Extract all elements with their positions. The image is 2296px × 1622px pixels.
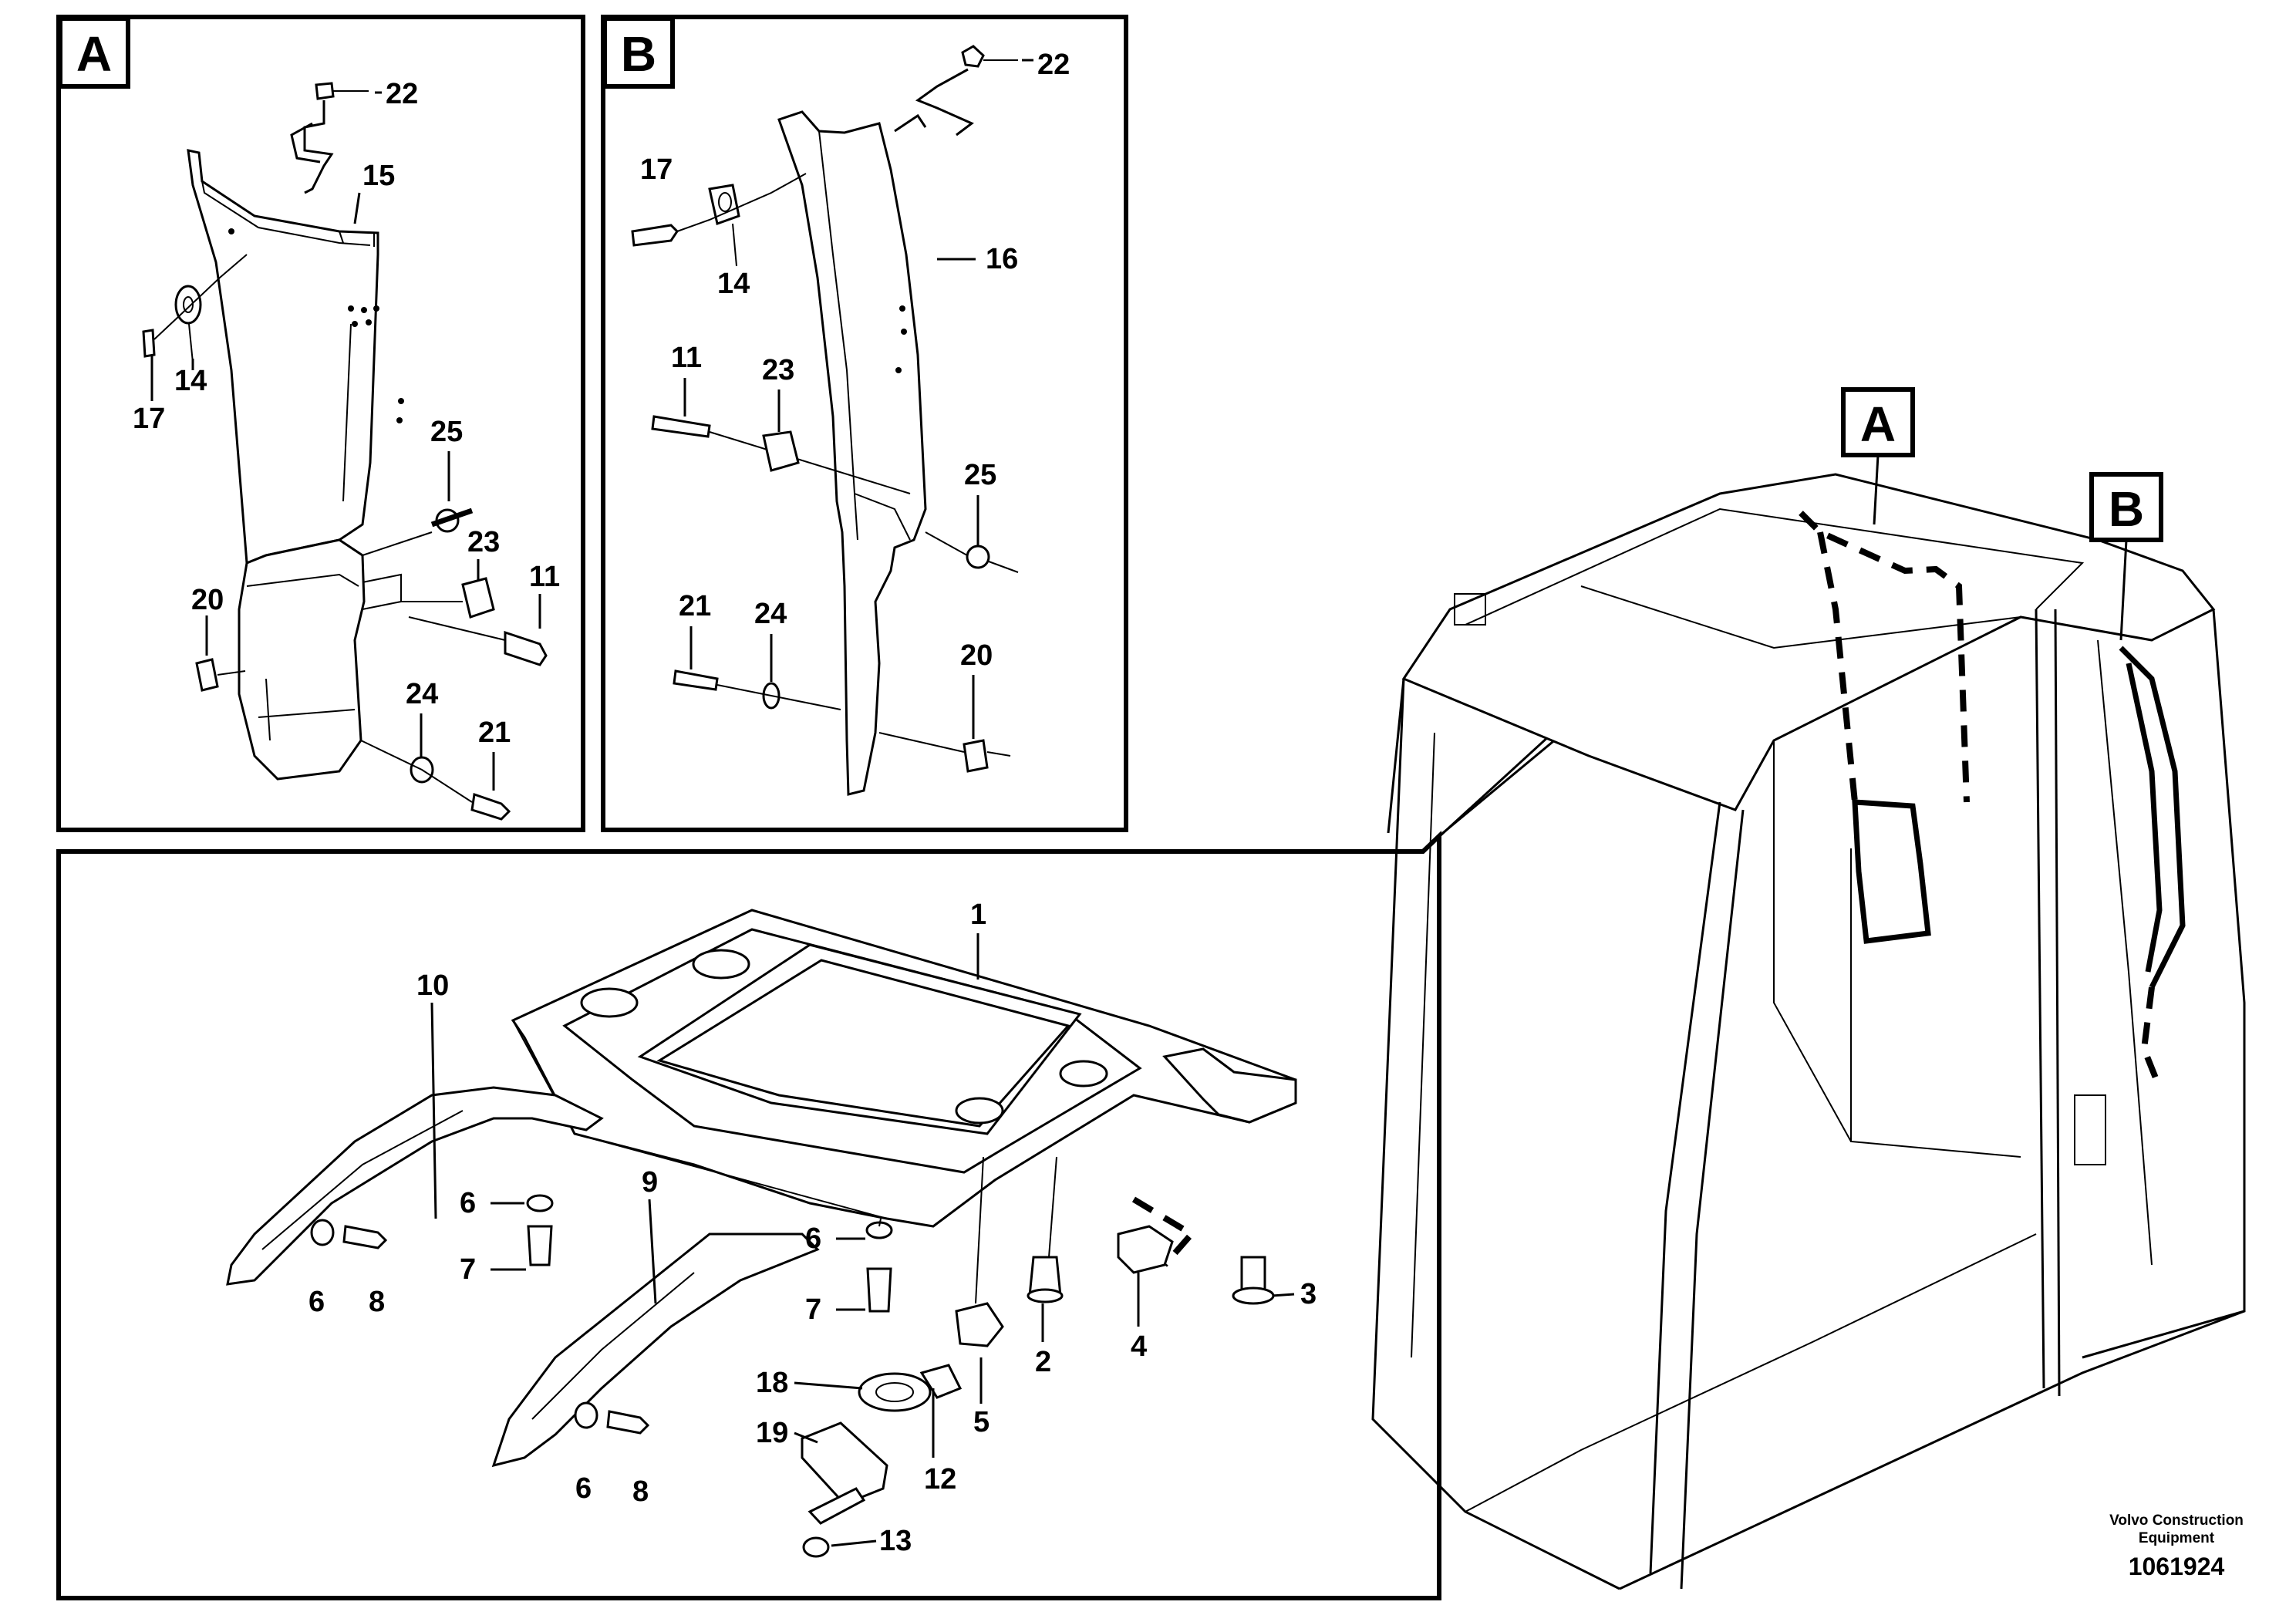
label-main-6d: 6	[575, 1472, 592, 1505]
label-main-7b: 7	[805, 1293, 821, 1326]
panel-a-letter-box	[58, 16, 130, 89]
label-main-7a: 7	[460, 1253, 476, 1286]
label-b-11: 11	[671, 342, 702, 374]
label-main-2: 2	[1035, 1346, 1051, 1378]
label-main-18: 18	[756, 1367, 788, 1399]
label-a-23: 23	[467, 526, 500, 558]
brand-line-2: Equipment	[2139, 1530, 2215, 1546]
doc-number: 1061924	[2129, 1553, 2225, 1580]
label-main-3: 3	[1300, 1278, 1317, 1310]
label-a-24: 24	[406, 678, 438, 710]
label-main-6c: 6	[805, 1222, 821, 1255]
label-main-8a: 8	[369, 1286, 385, 1318]
label-main-8b: 8	[632, 1475, 649, 1508]
label-main-13: 13	[879, 1525, 912, 1557]
label-b-20: 20	[960, 639, 993, 672]
label-main-12: 12	[924, 1463, 956, 1496]
panel-b: B 22 17 14 16 11	[601, 15, 1128, 832]
label-a-25: 25	[430, 416, 463, 448]
cab-overview: A B	[1371, 387, 2246, 1590]
panel-b-letter-box	[602, 16, 675, 89]
label-main-6b: 6	[308, 1286, 325, 1318]
label-b-21: 21	[679, 590, 711, 622]
label-main-1: 1	[970, 899, 986, 931]
panel-b-letter: B	[621, 26, 656, 82]
label-a-14: 14	[174, 365, 207, 397]
panel-a: A	[56, 15, 585, 832]
label-b-23: 23	[762, 354, 794, 386]
label-b-14: 14	[717, 268, 750, 300]
label-main-6a: 6	[460, 1187, 476, 1219]
label-b-16: 16	[986, 243, 1018, 275]
label-a-22: 22	[386, 78, 418, 110]
label-main-10: 10	[416, 969, 449, 1002]
cab-callout-a: A	[1860, 396, 1896, 452]
label-main-4: 4	[1131, 1330, 1147, 1363]
label-b-22: 22	[1037, 49, 1070, 81]
label-main-5: 5	[973, 1406, 990, 1438]
label-a-17: 17	[133, 403, 165, 435]
panel-main: 1 10 9 6 7 6 8 6 7 2 4 3 5 18 19 12 13 6…	[56, 831, 1441, 1600]
cab-callout-a-box	[1841, 387, 1915, 457]
cab-callout-b: B	[2109, 481, 2144, 537]
label-a-21: 21	[478, 717, 511, 749]
label-a-20: 20	[191, 584, 224, 616]
footer: Volvo Construction Equipment 1061924	[2109, 1512, 2244, 1580]
label-a-11: 11	[529, 561, 560, 593]
label-b-25: 25	[964, 459, 996, 491]
panel-a-letter: A	[76, 26, 112, 82]
label-b-17: 17	[640, 153, 673, 186]
brand-line-1: Volvo Construction	[2109, 1512, 2244, 1529]
label-a-15: 15	[362, 160, 395, 192]
label-main-19: 19	[756, 1417, 788, 1449]
label-b-24: 24	[754, 598, 787, 630]
label-main-9: 9	[642, 1166, 658, 1199]
